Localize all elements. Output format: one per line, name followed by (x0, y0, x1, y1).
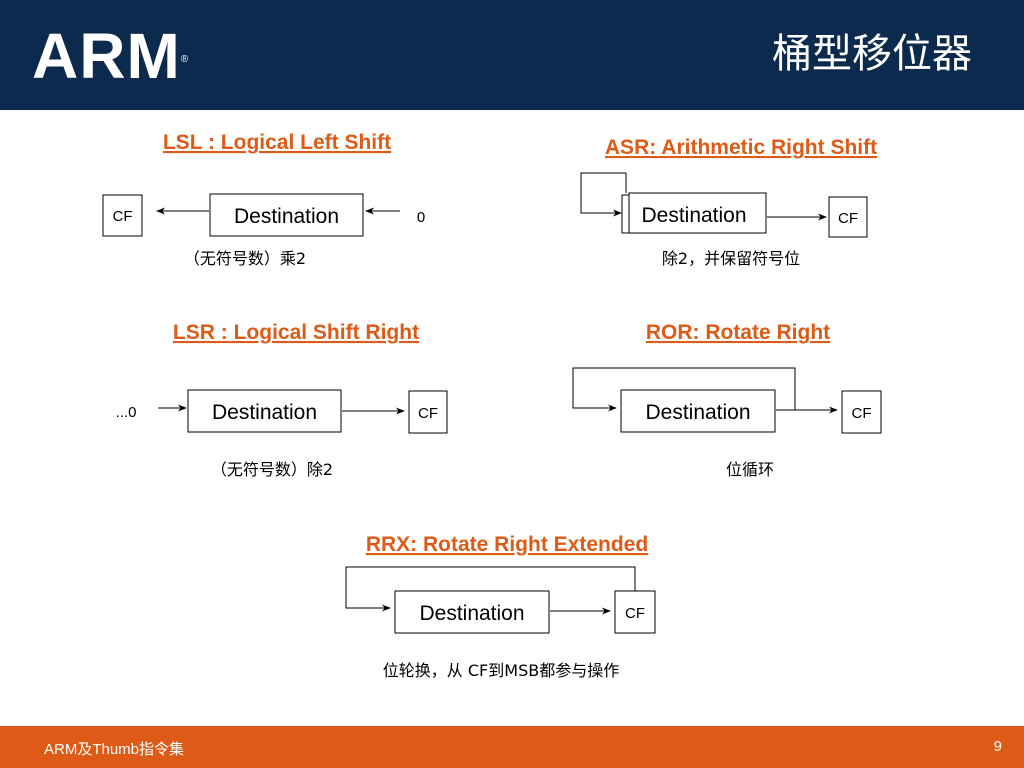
lsl-diagram: LSL : Logical Left Shift CF Destination … (102, 131, 425, 268)
lsr-cf-box (408, 390, 448, 434)
lsl-cf-box (102, 194, 143, 237)
lsr-destination-label: Destination (212, 401, 317, 424)
lsr-input-zeros: ...0 (116, 404, 137, 421)
asr-cf-box (828, 196, 868, 238)
rrx-diagram: RRX: Rotate Right Extended Destination C… (345, 533, 656, 680)
lsl-cf-label: CF (113, 208, 133, 225)
ror-destination-box (620, 389, 776, 433)
ror-title: ROR: Rotate Right (646, 321, 830, 344)
asr-title: ASR: Arithmetic Right Shift (605, 136, 877, 159)
asr-diagram: ASR: Arithmetic Right Shift Destination … (580, 136, 877, 268)
lsl-title: LSL : Logical Left Shift (163, 131, 391, 154)
lsl-destination-box (209, 193, 364, 237)
asr-destination-box (628, 192, 767, 234)
ror-destination-label: Destination (645, 401, 750, 424)
footer-bar: ARM及Thumb指令集 9 (0, 726, 1024, 768)
rrx-title: RRX: Rotate Right Extended (366, 533, 648, 556)
ror-rotate-feedback-arrow (572, 367, 796, 412)
ror-caption: 位循环 (726, 460, 774, 479)
lsr-title: LSR : Logical Shift Right (173, 321, 419, 344)
page-title: 桶型移位器 (772, 31, 972, 77)
rrx-destination-label: Destination (419, 602, 524, 625)
rrx-cf-box (614, 590, 656, 634)
ror-cf-box (841, 390, 882, 434)
lsl-caption: （无符号数）乘2 (184, 249, 306, 268)
asr-caption: 除2，并保留符号位 (662, 249, 800, 268)
lsr-caption: （无符号数）除2 (211, 460, 333, 479)
rrx-destination-box (394, 590, 550, 634)
asr-destination-label: Destination (641, 204, 746, 227)
rrx-carry-feedback-arrow (345, 566, 636, 612)
asr-cf-label: CF (838, 210, 858, 227)
footer-title: ARM及Thumb指令集 (44, 741, 185, 758)
asr-sign-feedback-arrow (580, 172, 627, 217)
rrx-cf-label: CF (625, 605, 645, 622)
lsl-destination-label: Destination (234, 205, 339, 228)
ror-diagram: ROR: Rotate Right Destination CF 位循环 (572, 321, 882, 479)
ror-cf-label: CF (852, 405, 872, 422)
rrx-caption: 位轮换，从 CF到MSB都参与操作 (383, 661, 619, 680)
registered-mark: ® (180, 54, 190, 65)
header-bar: ARM® 桶型移位器 (0, 0, 1024, 110)
lsr-diagram: LSR : Logical Shift Right ...0 Destinati… (116, 321, 448, 479)
lsl-input-zero: 0 (417, 209, 425, 226)
page-number: 9 (993, 738, 1002, 755)
lsr-destination-box (187, 389, 342, 433)
lsr-cf-label: CF (418, 405, 438, 422)
arm-logo: ARM® (32, 20, 190, 92)
